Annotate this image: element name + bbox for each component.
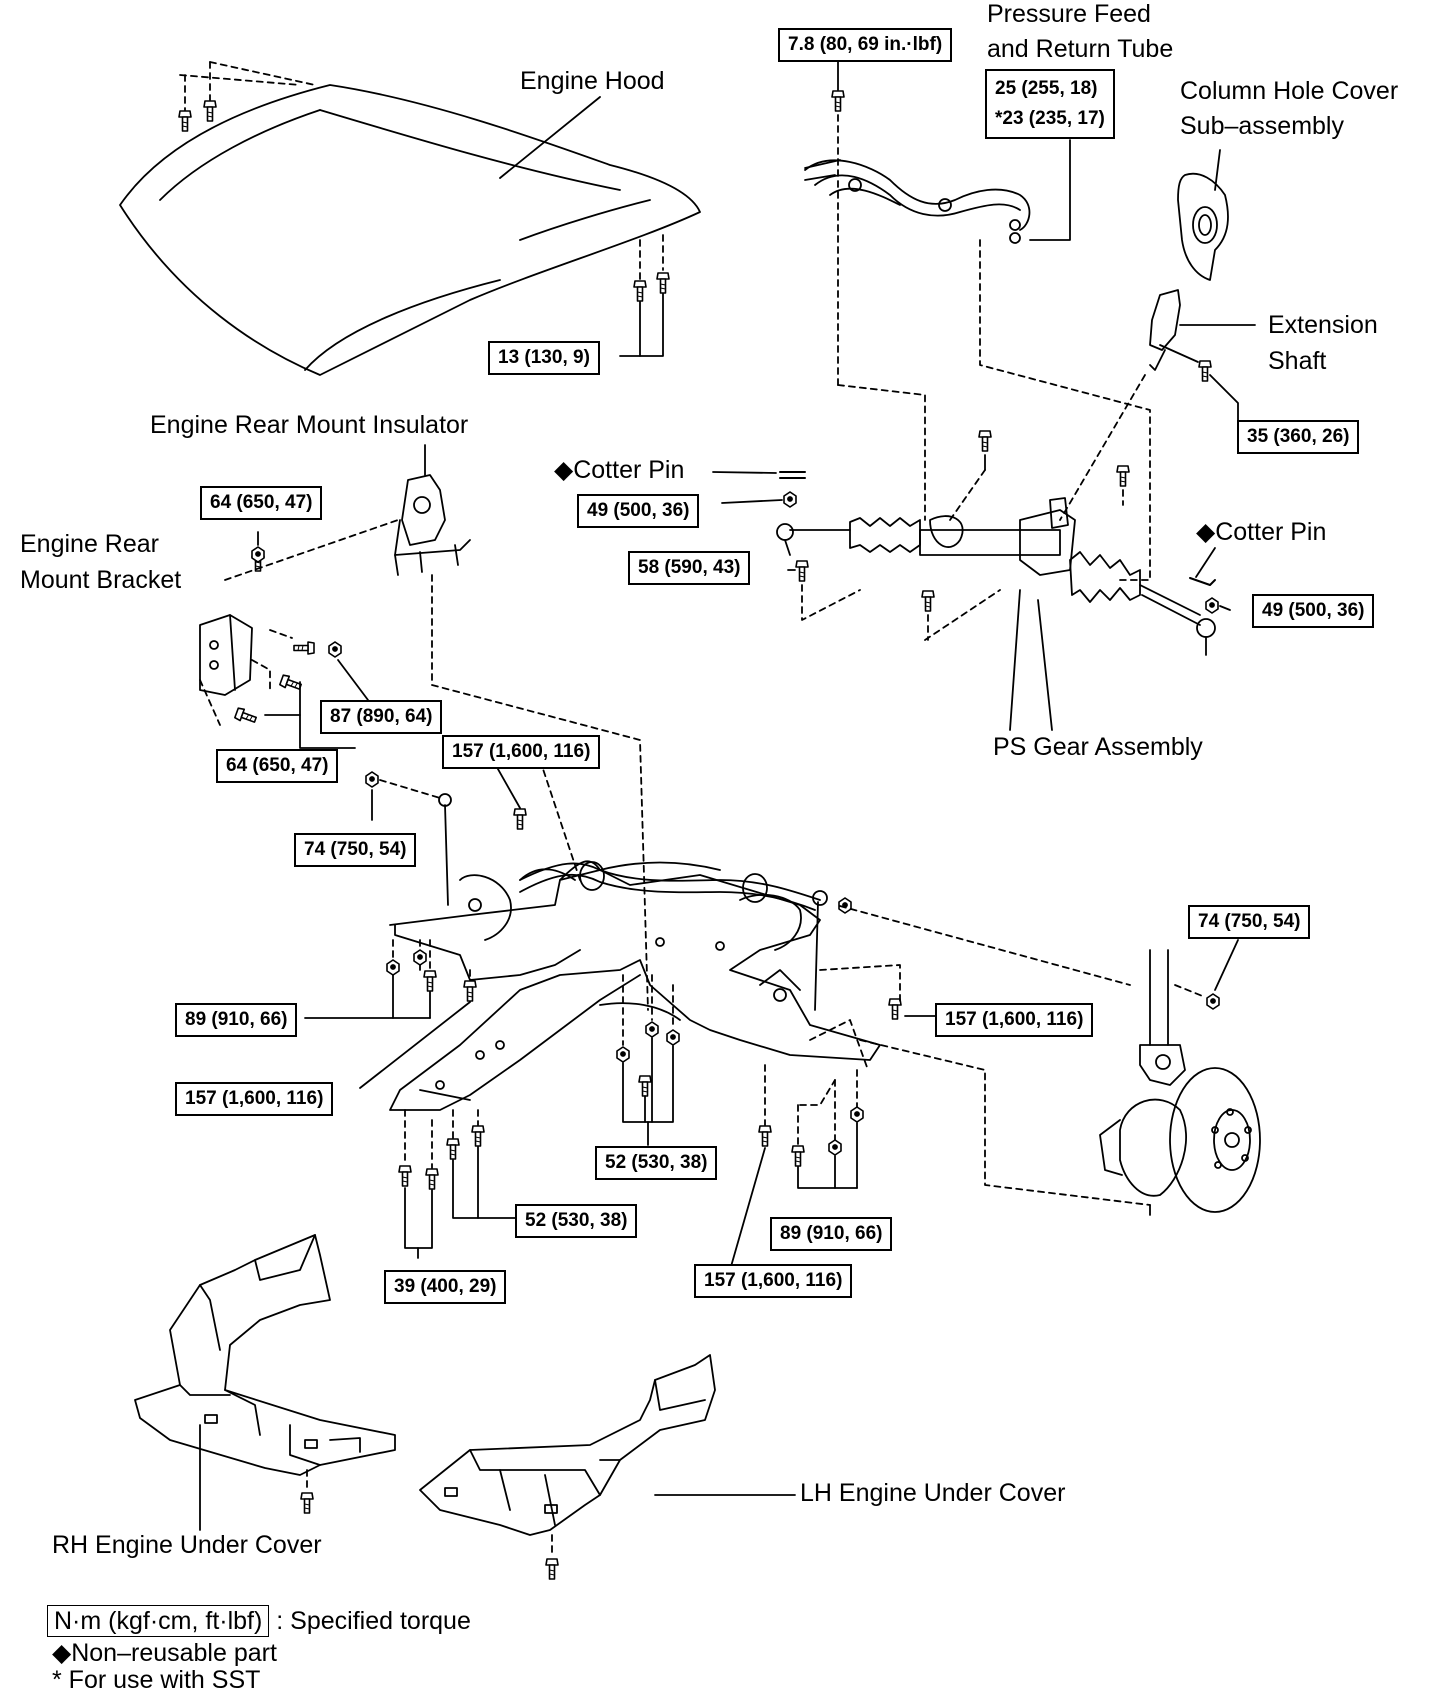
torque-callout: 13 (130, 9): [488, 341, 600, 375]
extension-shaft-label-line2: Shaft: [1268, 347, 1327, 375]
torque-callout: 52 (530, 38): [595, 1146, 718, 1180]
ps-gear-assembly-label: PS Gear Assembly: [993, 733, 1203, 761]
torque-callout: 157 (1,600, 116): [935, 1003, 1094, 1037]
torque-callout: 89 (910, 66): [175, 1003, 298, 1037]
ps-gear-assembly-part: [776, 497, 1216, 656]
torque-callout: 35 (360, 26): [1237, 420, 1360, 454]
steering-knuckle-part: [1099, 949, 1261, 1216]
torque-callout: 74 (750, 54): [294, 833, 417, 867]
rh-engine-under-cover-label: RH Engine Under Cover: [52, 1531, 322, 1559]
torque-callout: 64 (650, 47): [216, 749, 339, 783]
torque-callout: 157 (1,600, 116): [442, 735, 601, 769]
extension-shaft-label-line1: Extension: [1268, 311, 1378, 339]
pressure-feed-label-line2: and Return Tube: [987, 35, 1174, 63]
column-hole-cover-part: [1177, 172, 1229, 281]
legend-sst: * For use with SST: [52, 1666, 261, 1694]
cotter-pin-right-label: ◆Cotter Pin: [1196, 518, 1327, 546]
lh-engine-under-cover-label: LH Engine Under Cover: [800, 1479, 1066, 1507]
torque-callout: 49 (500, 36): [1252, 594, 1375, 628]
torque-value: 25 (255, 18): [995, 78, 1098, 99]
torque-callout-pressure-tube: 25 (255, 18) *23 (235, 17): [985, 69, 1115, 139]
stabilizer-bar-part: [519, 861, 821, 911]
torque-callout: 87 (890, 64): [320, 700, 443, 734]
torque-callout: 7.8 (80, 69 in.·lbf): [778, 28, 953, 62]
torque-callout: 89 (910, 66): [770, 1217, 893, 1251]
torque-callout: 74 (750, 54): [1188, 905, 1311, 939]
torque-callout: 157 (1,600, 116): [694, 1264, 853, 1298]
engine-rear-mount-bracket-label-line1: Engine Rear: [20, 530, 159, 558]
column-hole-cover-label-line2: Sub–assembly: [1180, 112, 1344, 140]
torque-callout: 64 (650, 47): [200, 486, 323, 520]
torque-value-sst: *23 (235, 17): [995, 108, 1105, 129]
torque-callout: 52 (530, 38): [515, 1204, 638, 1238]
column-hole-cover-label-line1: Column Hole Cover: [1180, 77, 1399, 105]
engine-rear-mount-bracket-part: [199, 614, 253, 696]
pressure-feed-tube-part: [804, 159, 1031, 244]
stabilizer-link-right: [812, 890, 828, 1011]
legend-unit-box: N·m (kgf·cm, ft·lbf): [47, 1605, 270, 1637]
pressure-feed-label-line1: Pressure Feed: [987, 0, 1151, 28]
stabilizer-link-left: [438, 793, 452, 906]
engine-rear-mount-insulator-part: [394, 474, 471, 576]
lh-engine-under-cover-part: [419, 1354, 716, 1536]
cotter-pin-left-label: ◆Cotter Pin: [554, 456, 685, 484]
engine-hood-part: [119, 61, 701, 376]
torque-callout: 58 (590, 43): [628, 551, 751, 585]
legend-unit-description: : Specified torque: [276, 1607, 471, 1635]
rh-engine-under-cover-part: [134, 1234, 396, 1476]
torque-callout: 49 (500, 36): [577, 494, 700, 528]
torque-callout: 157 (1,600, 116): [175, 1082, 334, 1116]
legend-non-reusable: ◆Non–reusable part: [52, 1639, 277, 1667]
engine-rear-mount-insulator-label: Engine Rear Mount Insulator: [150, 411, 469, 439]
extension-shaft-part: [1149, 289, 1181, 371]
engine-rear-mount-bracket-label-line2: Mount Bracket: [20, 566, 182, 594]
engine-hood-label: Engine Hood: [520, 67, 665, 95]
legend-specified-torque: N·m (kgf·cm, ft·lbf) : Specified torque: [47, 1605, 471, 1637]
torque-callout: 39 (400, 29): [384, 1270, 507, 1304]
